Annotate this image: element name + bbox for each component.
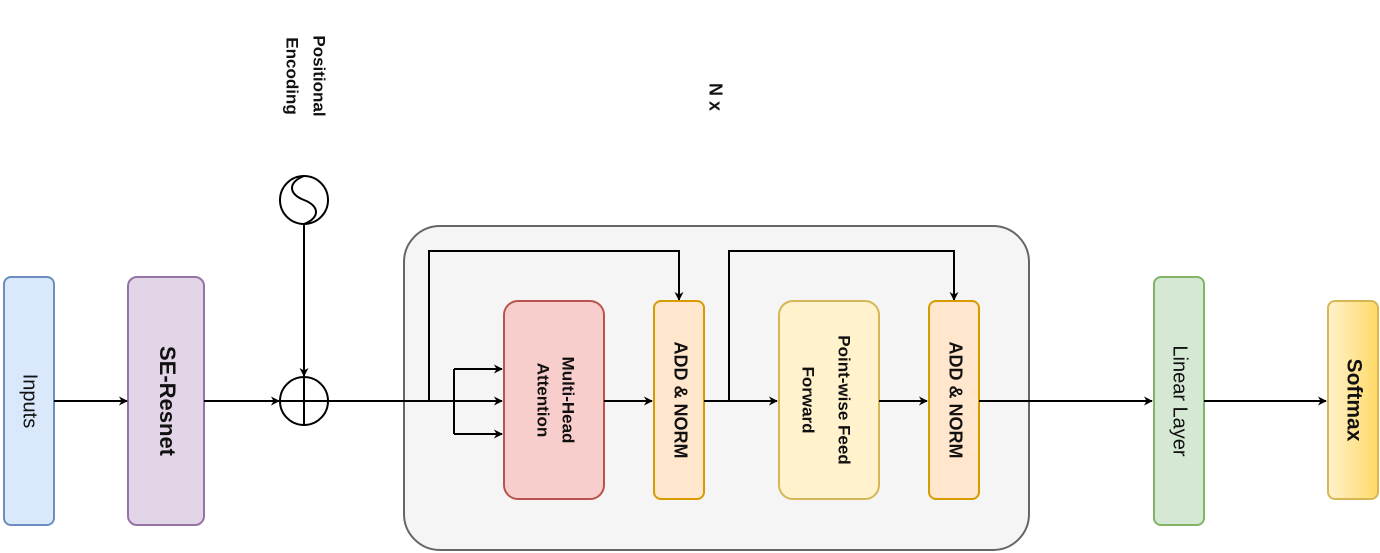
add-norm-node-1: ADD & NORM xyxy=(653,300,705,500)
feed-forward-node: Point-wise Feed Forward xyxy=(778,300,880,500)
add-norm-label-1: ADD & NORM xyxy=(670,342,690,459)
residual-connection-1 xyxy=(428,250,684,401)
se-resnet-node: SE-Resnet xyxy=(127,276,205,526)
multi-head-attention-node: Multi-Head Attention xyxy=(503,300,605,500)
sine-wave-icon xyxy=(279,175,329,225)
linear-layer-node: Linear Layer xyxy=(1153,276,1205,526)
add-norm-label-2: ADD & NORM xyxy=(945,342,965,459)
inputs-node: Inputs xyxy=(3,276,55,526)
positional-encoding-label-line1: Positional xyxy=(310,35,329,116)
mha-input-fork xyxy=(453,364,503,439)
mha-label-line2: Attention xyxy=(534,363,553,438)
mha-label-line1: Multi-Head xyxy=(559,357,578,444)
linear-layer-label: Linear Layer xyxy=(1169,345,1191,457)
softmax-label: Softmax xyxy=(1342,359,1365,442)
positional-encoding-label-line2: Encoding xyxy=(283,37,302,114)
residual-connection-2 xyxy=(728,250,959,401)
inputs-label: Inputs xyxy=(19,374,41,428)
add-circle-icon xyxy=(279,376,329,426)
ffn-label-line2: Forward xyxy=(799,366,818,433)
se-resnet-label: SE-Resnet xyxy=(155,346,180,457)
add-norm-node-2: ADD & NORM xyxy=(928,300,980,500)
softmax-node: Softmax xyxy=(1327,300,1379,500)
n-times-label: N x xyxy=(705,83,725,111)
ffn-label-line1: Point-wise Feed xyxy=(835,335,854,464)
